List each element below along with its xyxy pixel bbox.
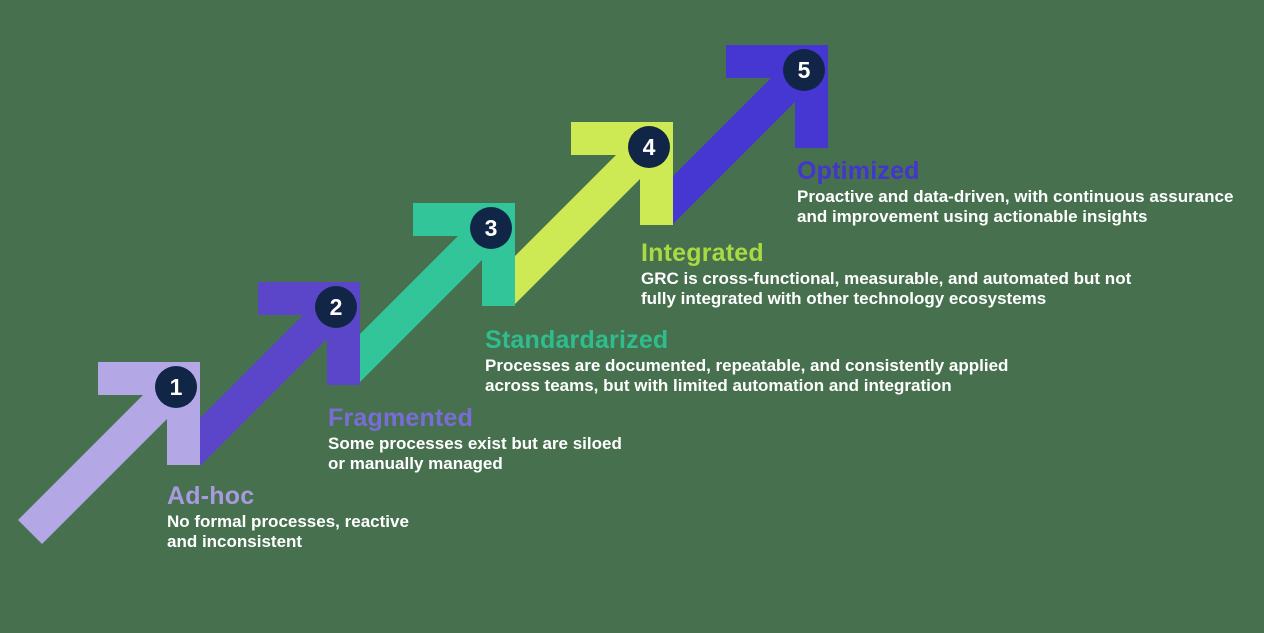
level-block-integrated: Integrated GRC is cross-functional, meas… — [641, 240, 1131, 309]
level-block-fragmented: Fragmented Some processes exist but are … — [328, 405, 622, 474]
description-line: and improvement using actionable insight… — [797, 207, 1148, 226]
level-description-optimized: Proactive and data-driven, with continuo… — [797, 187, 1233, 227]
level-number-text: 2 — [330, 294, 343, 320]
level-block-standardarized: Standardarized Processes are documented,… — [485, 327, 1008, 396]
level-description-integrated: GRC is cross-functional, measurable, and… — [641, 269, 1131, 309]
step-arrow-4 — [491, 122, 673, 304]
level-number-text: 5 — [798, 57, 811, 83]
level-number-text: 1 — [170, 374, 183, 400]
level-description-ad-hoc: No formal processes, reactive and incons… — [167, 512, 409, 552]
level-heading-optimized: Optimized — [797, 157, 920, 185]
level-number-badge-2 — [315, 286, 357, 328]
level-number-badge-3 — [470, 207, 512, 249]
level-heading-fragmented: Fragmented — [328, 404, 474, 432]
description-line: or manually managed — [328, 454, 503, 473]
level-heading-ad-hoc: Ad-hoc — [167, 482, 255, 510]
level-number-badge-5 — [783, 49, 825, 91]
level-number-text: 4 — [643, 134, 656, 160]
description-line: and inconsistent — [167, 532, 303, 551]
step-arrow-1 — [18, 362, 200, 544]
description-line: GRC is cross-functional, measurable, and… — [641, 269, 1132, 288]
level-description-fragmented: Some processes exist but are siloed or m… — [328, 434, 622, 474]
description-line: Processes are documented, repeatable, an… — [485, 356, 1009, 375]
level-block-optimized: Optimized Proactive and data-driven, wit… — [797, 158, 1233, 227]
step-arrow-2 — [176, 282, 360, 466]
description-line: fully integrated with other technology e… — [641, 289, 1047, 308]
description-line: across teams, but with limited automatio… — [485, 376, 952, 395]
description-line: Proactive and data-driven, with continuo… — [797, 187, 1234, 206]
step-arrow-5 — [649, 45, 828, 224]
description-line: Some processes exist but are siloed — [328, 434, 622, 453]
level-number-badge-1 — [155, 366, 197, 408]
description-line: No formal processes, reactive — [167, 512, 409, 531]
level-heading-standardarized: Standardarized — [485, 326, 669, 354]
level-block-ad-hoc: Ad-hoc No formal processes, reactive and… — [167, 483, 409, 552]
level-description-standardarized: Processes are documented, repeatable, an… — [485, 356, 1008, 396]
level-number-badge-4 — [628, 126, 670, 168]
step-arrow-3 — [336, 203, 515, 382]
level-heading-integrated: Integrated — [641, 239, 764, 267]
level-number-text: 3 — [485, 215, 498, 241]
